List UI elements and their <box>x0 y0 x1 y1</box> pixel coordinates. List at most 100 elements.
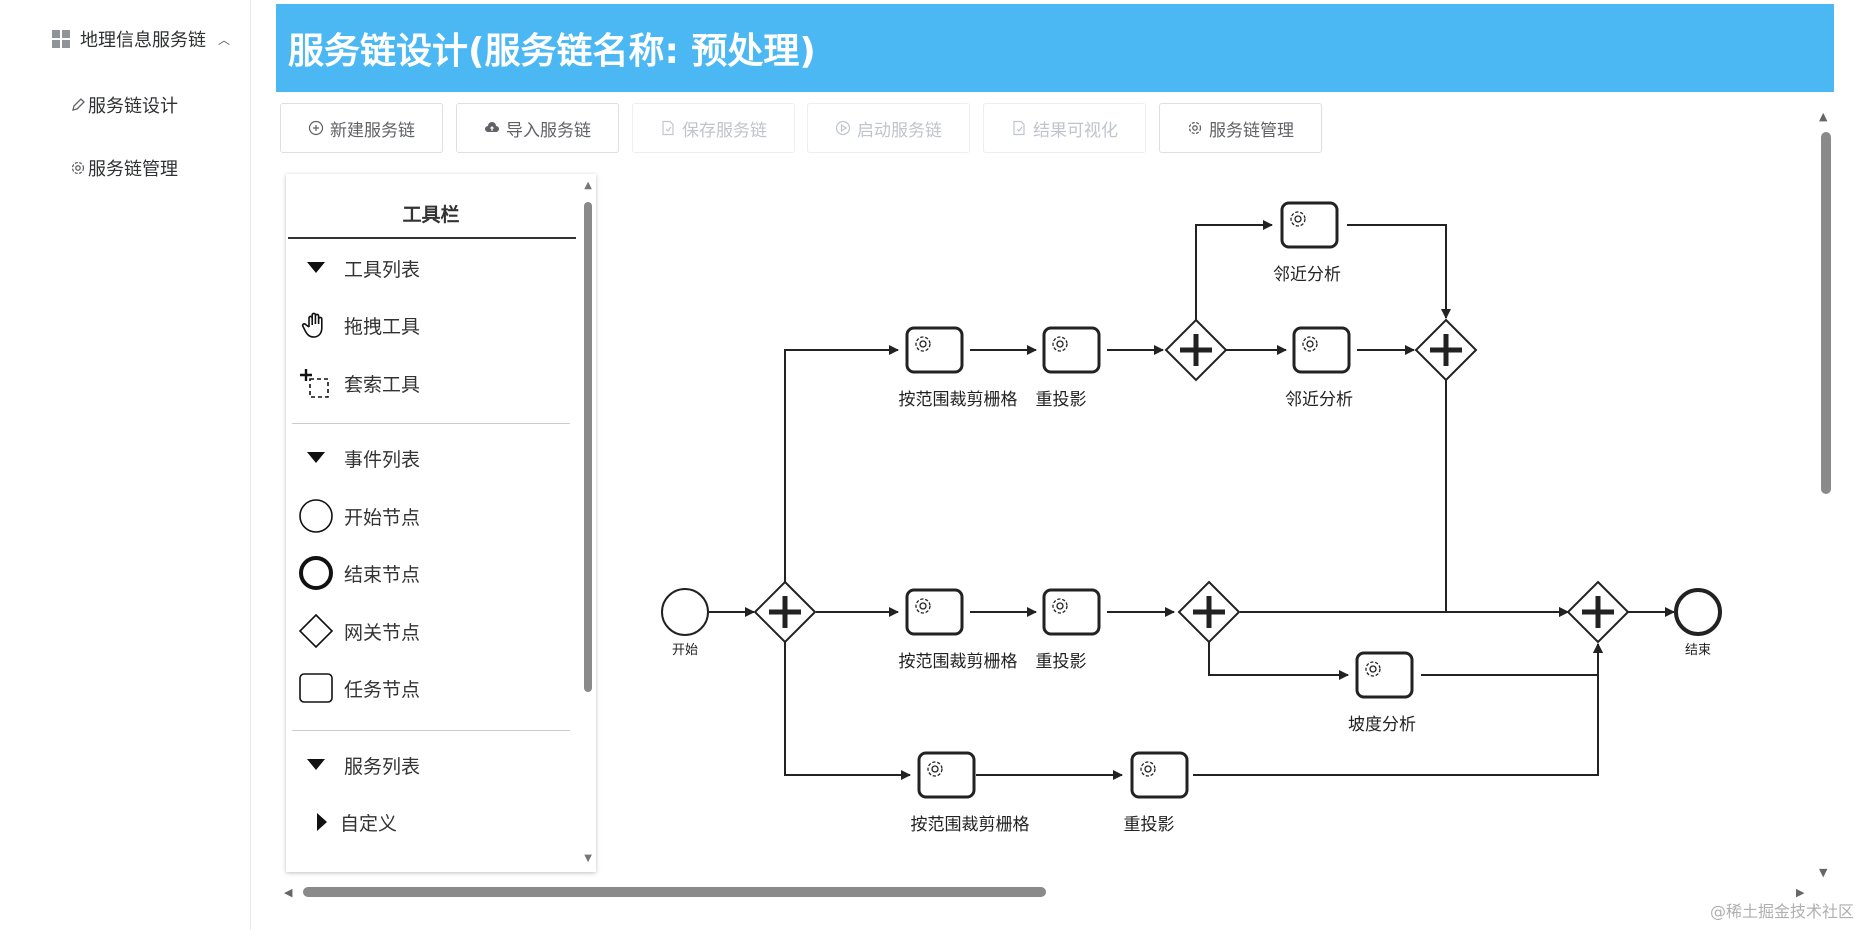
task-label: 邻近分析 <box>1285 390 1353 410</box>
button-label: 服务链管理 <box>1209 120 1294 141</box>
hand-tool[interactable]: 拖拽工具 <box>298 307 420 343</box>
new-chain-button[interactable]: 新建服务链 <box>280 103 443 153</box>
tool-label: 结束节点 <box>344 563 421 586</box>
parallel-gateway[interactable] <box>753 580 817 644</box>
sidebar-item-chain-design[interactable]: 服务链设计 <box>70 92 178 118</box>
tool-label: 网关节点 <box>344 621 421 644</box>
sidebar-item-chain-manage[interactable]: 服务链管理 <box>70 155 178 181</box>
service-custom[interactable]: 自定义 <box>310 804 397 840</box>
service-task[interactable]: 邻近分析 <box>1285 326 1353 410</box>
page-title: 服务链设计(服务链名称: 预处理) <box>288 31 816 72</box>
watermark: @稀土掘金技术社区 <box>1709 902 1854 921</box>
section-label: 事件列表 <box>344 448 421 471</box>
play-circle-icon <box>835 120 851 136</box>
plus-circle-icon <box>308 120 324 136</box>
sidebar-item-label: 服务链设计 <box>88 96 178 117</box>
circle-icon <box>298 498 334 534</box>
parallel-gateway[interactable] <box>1164 318 1228 382</box>
save-chain-button[interactable]: 保存服务链 <box>632 103 795 153</box>
service-task[interactable]: 重投影 <box>1036 588 1101 672</box>
edit-icon <box>72 98 85 111</box>
service-task[interactable]: 按范围裁剪栅格 <box>911 751 1030 835</box>
services-list-header[interactable]: 服务列表 <box>298 747 420 783</box>
gateway-tool[interactable]: 网关节点 <box>298 613 420 649</box>
button-label: 保存服务链 <box>682 120 767 141</box>
task-tool[interactable]: 任务节点 <box>298 670 420 706</box>
scroll-down-arrow[interactable]: ▼ <box>584 853 592 864</box>
canvas-vertical-scrollbar[interactable] <box>1821 132 1831 494</box>
palette-scrollbar[interactable] <box>584 202 592 692</box>
scroll-up-arrow[interactable]: ▲ <box>584 180 592 191</box>
canvas-horizontal-scrollbar[interactable] <box>303 887 1046 897</box>
rounded-rect-icon <box>298 670 334 706</box>
sidebar-group-label: 地理信息服务链 <box>80 30 206 51</box>
task-label: 重投影 <box>1036 390 1087 410</box>
service-task[interactable]: 按范围裁剪栅格 <box>899 326 1018 410</box>
start-event[interactable]: 开始 <box>661 588 709 658</box>
gear-icon <box>1188 121 1202 135</box>
divider <box>288 237 576 239</box>
canvas-scroll-down-arrow[interactable]: ▼ <box>1819 866 1828 879</box>
end-event[interactable]: 结束 <box>1674 588 1722 658</box>
caret-down-icon <box>298 440 334 476</box>
task-label: 重投影 <box>1124 815 1175 835</box>
chevron-up-icon: ︿ <box>218 32 231 47</box>
button-label: 启动服务链 <box>857 120 942 141</box>
tool-label: 套索工具 <box>344 373 421 396</box>
canvas-scroll-right-arrow[interactable]: ▶ <box>1796 886 1805 899</box>
end-event-label: 结束 <box>1685 643 1711 658</box>
tool-label: 开始节点 <box>344 506 421 529</box>
sidebar-group-geo-service-chain[interactable]: 地理信息服务链 ︿ <box>52 26 230 52</box>
grid-icon <box>52 30 70 48</box>
start-event-label: 开始 <box>672 643 698 658</box>
page-header: 服务链设计(服务链名称: 预处理) <box>276 4 1834 92</box>
canvas-scroll-up-arrow[interactable]: ▲ <box>1819 110 1828 123</box>
sidebar: 地理信息服务链 ︿ 服务链设计 服务链管理 <box>0 0 251 930</box>
tool-label: 拖拽工具 <box>344 315 421 338</box>
button-label: 新建服务链 <box>330 120 415 141</box>
canvas-scroll-left-arrow[interactable]: ◀ <box>284 886 293 899</box>
divider <box>292 730 570 731</box>
visualize-result-button[interactable]: 结果可视化 <box>983 103 1146 153</box>
palette-title: 工具栏 <box>402 204 460 226</box>
service-task[interactable]: 坡度分析 <box>1348 651 1416 735</box>
parallel-gateway[interactable] <box>1566 580 1630 644</box>
start-event-tool[interactable]: 开始节点 <box>298 498 420 534</box>
import-chain-button[interactable]: 导入服务链 <box>456 103 619 153</box>
chain-manage-button[interactable]: 服务链管理 <box>1159 103 1322 153</box>
lasso-icon <box>298 365 334 401</box>
lasso-tool[interactable]: 套索工具 <box>298 365 420 401</box>
tools-list-header[interactable]: 工具列表 <box>298 250 420 286</box>
task-label: 重投影 <box>1036 652 1087 672</box>
divider <box>292 423 570 424</box>
service-task[interactable]: 邻近分析 <box>1273 201 1341 285</box>
caret-right-icon <box>310 804 334 840</box>
service-task[interactable]: 按范围裁剪栅格 <box>899 588 1018 672</box>
task-label: 按范围裁剪栅格 <box>911 815 1030 835</box>
tool-palette: 工具栏 工具列表 拖拽工具 套索工具 事件列表 开始节点 结束节点 网关节点 任… <box>286 174 596 872</box>
start-chain-button[interactable]: 启动服务链 <box>807 103 970 153</box>
task-label: 坡度分析 <box>1348 715 1416 735</box>
parallel-gateway[interactable] <box>1414 318 1478 382</box>
tool-label: 任务节点 <box>344 678 421 701</box>
sidebar-item-label: 服务链管理 <box>88 159 178 180</box>
document-icon <box>662 120 674 136</box>
service-task[interactable]: 重投影 <box>1036 326 1101 410</box>
section-label: 工具列表 <box>344 258 421 281</box>
service-task[interactable]: 重投影 <box>1124 751 1189 835</box>
gear-icon <box>71 161 85 175</box>
parallel-gateway[interactable] <box>1177 580 1241 644</box>
diamond-icon <box>298 613 334 649</box>
events-list-header[interactable]: 事件列表 <box>298 440 420 476</box>
sequence-flows <box>708 220 1675 780</box>
task-label: 邻近分析 <box>1273 265 1341 285</box>
task-label: 按范围裁剪栅格 <box>899 652 1018 672</box>
button-label: 结果可视化 <box>1033 120 1118 141</box>
end-event-tool[interactable]: 结束节点 <box>298 555 420 591</box>
caret-down-icon <box>298 250 334 286</box>
section-label: 服务列表 <box>344 755 421 778</box>
hand-icon <box>298 307 334 343</box>
document-icon <box>1013 120 1025 136</box>
task-label: 按范围裁剪栅格 <box>899 390 1018 410</box>
